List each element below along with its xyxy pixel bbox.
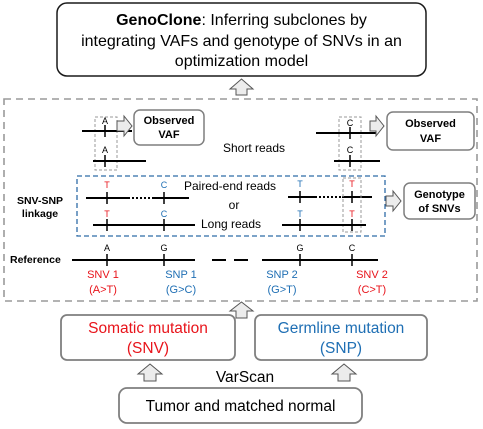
allele-label-snp: C	[161, 180, 168, 190]
ref-allele-snp2: G	[296, 243, 303, 253]
short-reads-right-dashed-highlight	[338, 116, 362, 171]
paired-end-reads-label: Paired-end reads	[184, 179, 276, 193]
snv-snp-linkage-label-line-1: SNV-SNP	[17, 195, 63, 207]
reference-label: Reference	[10, 254, 61, 266]
title-line-3: optimization model	[175, 53, 308, 70]
up-arrow-to-somatic	[136, 363, 164, 382]
title-line-2: integrating VAFs and genotype of SNVs in…	[81, 33, 402, 50]
observed-vaf-right-line-2: VAF	[420, 133, 441, 145]
title-box	[56, 2, 427, 77]
somatic-mutation-line-2: (SNV)	[127, 340, 169, 357]
observed-vaf-left-line-1: Observed	[144, 115, 195, 127]
variant-snv1-change: (A>T)	[89, 284, 117, 296]
variant-snv2-change: (C>T)	[358, 284, 386, 296]
somatic-mutation-box	[60, 314, 236, 361]
source-box	[118, 387, 363, 424]
title-line-1-rest: : Inferring subclones by	[201, 12, 366, 29]
allele-label: C	[347, 145, 354, 155]
observed-vaf-right-box	[386, 111, 475, 151]
genotype-of-snvs-box	[403, 182, 476, 220]
variant-snp1-name: SNP 1	[165, 269, 197, 281]
allele-label: A	[102, 145, 108, 155]
ref-allele-snv2: C	[349, 243, 356, 253]
up-arrow-to-title	[228, 78, 255, 96]
snv-snp-linkage-label-line-2: linkage	[22, 208, 58, 220]
short-reads-label: Short reads	[223, 141, 285, 155]
variant-snp2-change: (G>T)	[267, 284, 296, 296]
observed-vaf-left-box	[133, 109, 205, 146]
variant-snv1-name: SNV 1	[87, 269, 119, 281]
allele-label-snp: T	[297, 179, 303, 189]
allele-label-snv: T	[349, 209, 355, 219]
title-line-1: GenoClone: Inferring subclones by	[116, 12, 367, 29]
outer-dashed-box	[3, 98, 478, 302]
variant-snp1-change: (G>C)	[166, 284, 196, 296]
observed-vaf-left-line-2: VAF	[158, 129, 179, 141]
long-reads-label: Long reads	[201, 217, 261, 231]
allele-label: C	[347, 118, 354, 128]
observed-vaf-right-line-1: Observed	[405, 118, 456, 130]
up-arrow-to-dashed-box	[228, 301, 255, 319]
germline-mutation-line-1: Germline mutation	[278, 320, 405, 337]
right-arrow-to-observed-vaf-right	[369, 114, 385, 138]
allele-label-snv: T	[104, 180, 110, 190]
up-arrow-to-germline	[330, 363, 358, 382]
germline-mutation-line-2: (SNP)	[320, 340, 362, 357]
short-reads-left-dashed-highlight	[94, 116, 118, 171]
variant-snv2-name: SNV 2	[356, 269, 388, 281]
ref-allele-snp1: G	[160, 243, 167, 253]
ref-allele-snv1: A	[104, 243, 110, 253]
allele-label: A	[102, 116, 108, 126]
allele-label-snp: T	[297, 209, 303, 219]
varscan-label: VarScan	[216, 369, 274, 386]
or-label: or	[229, 198, 240, 212]
title-bold: GenoClone	[116, 12, 201, 29]
linkage-dashed-box	[76, 175, 386, 237]
allele-label-snv: T	[104, 209, 110, 219]
genotype-line-1: Genotype	[414, 189, 465, 201]
variant-snp2-name: SNP 2	[266, 269, 298, 281]
somatic-mutation-line-1: Somatic mutation	[88, 320, 208, 337]
allele-label-snp: C	[161, 209, 168, 219]
allele-label-snv: T	[349, 179, 355, 189]
right-arrow-to-genotype	[385, 189, 402, 213]
genotype-line-2: of SNVs	[418, 203, 460, 215]
snv2-dashed-highlight	[342, 177, 362, 233]
right-arrow-to-observed-vaf-left	[116, 114, 133, 138]
source-label: Tumor and matched normal	[146, 398, 336, 415]
germline-mutation-box	[254, 314, 428, 361]
